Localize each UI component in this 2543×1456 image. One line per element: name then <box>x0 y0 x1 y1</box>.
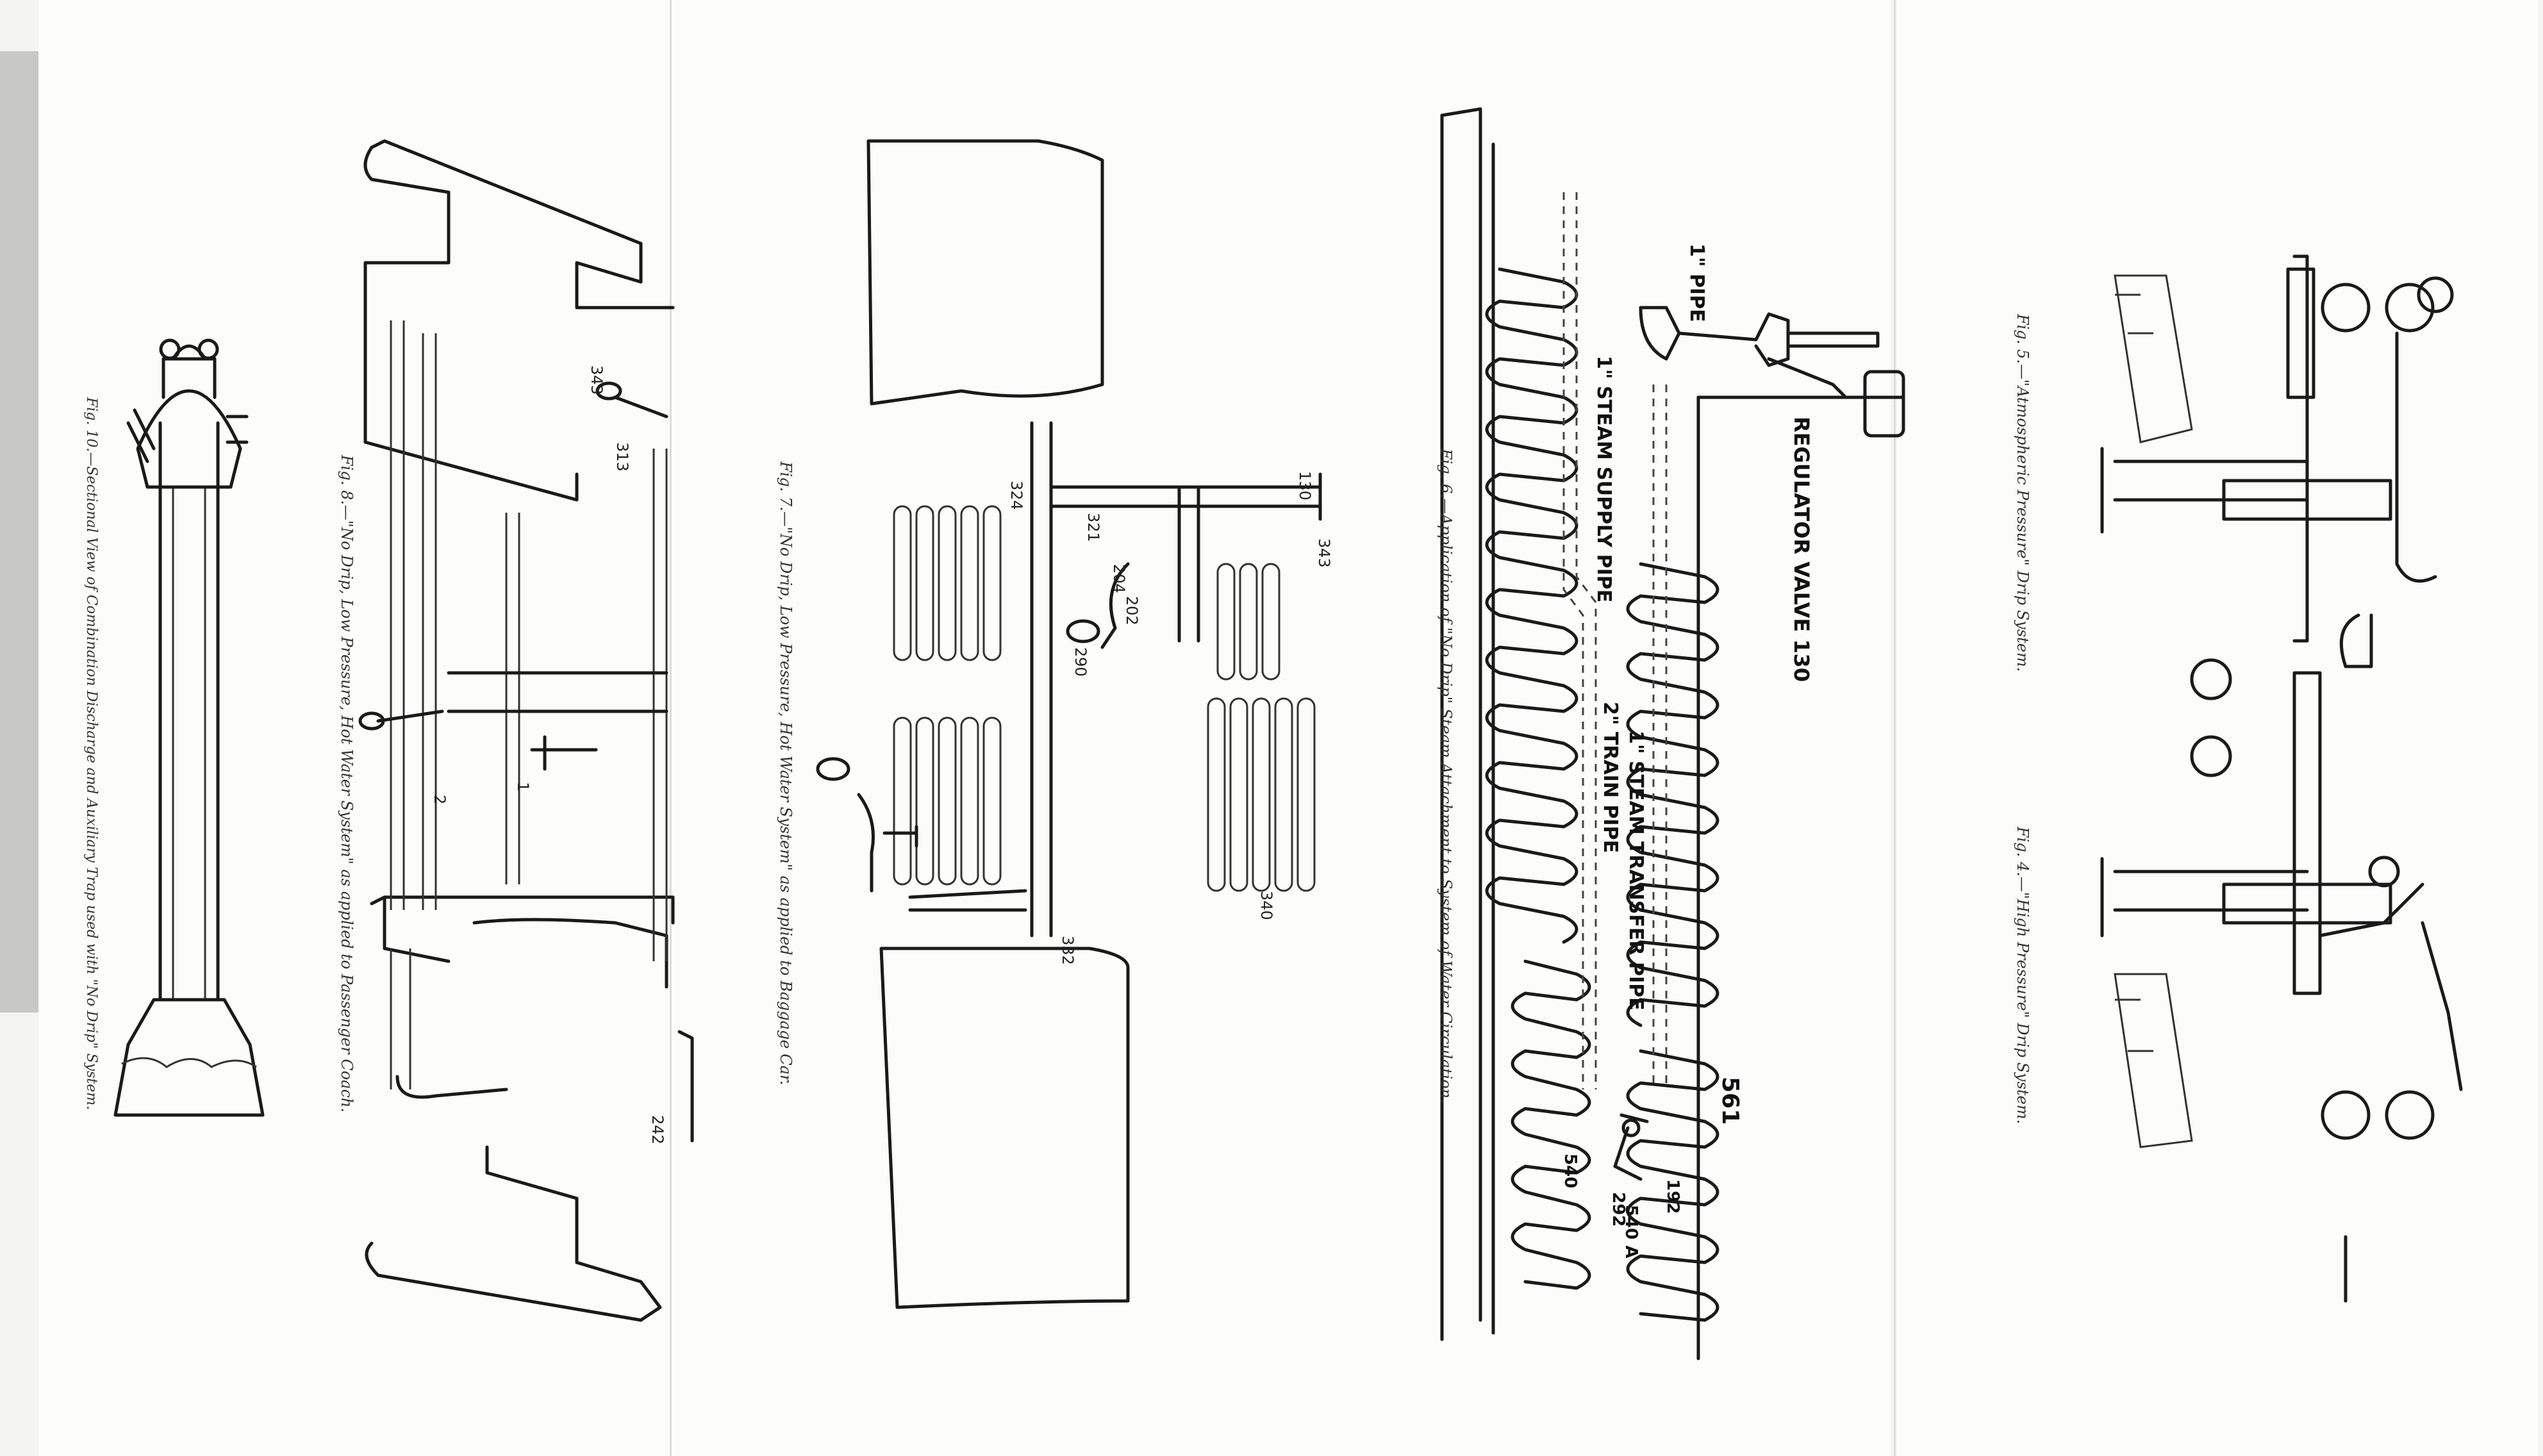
fig4-caption: Fig. 4.—"High Pressure" Drip System. <box>2014 827 2032 1125</box>
panel-fig10 <box>38 0 340 1456</box>
fig8-coach-drawing <box>358 139 694 1322</box>
panel-fig6 <box>1378 0 1891 1456</box>
label-1in-pipe: 1" PIPE <box>1686 244 1708 322</box>
fig7-number: 324 <box>1007 481 1025 510</box>
fig7-number: 130 <box>1296 471 1314 500</box>
fig7-number: 204 <box>1110 564 1128 593</box>
radiator-coils-right-bottom <box>1207 697 1316 892</box>
fig7-number: 321 <box>1084 513 1102 542</box>
fig7-baggage-drawing <box>816 139 1322 1309</box>
fold-crease <box>670 0 672 1456</box>
fig8-number: 242 <box>649 1115 667 1145</box>
binding-edge <box>0 51 38 1013</box>
fig10-trap-drawing <box>113 338 265 1117</box>
label-561: 561 <box>1717 1077 1743 1125</box>
fig8-number: 1 <box>514 782 532 792</box>
fig6-caption: Fig. 6.—Application of "No Drip" Steam A… <box>1437 449 1455 1104</box>
label-steam-supply-pipe: 1" STEAM SUPPLY PIPE <box>1593 356 1615 603</box>
fig7-number: 332 <box>1059 936 1077 965</box>
fig7-caption: Fig. 7.—"No Drip, Low Pressure, Hot Wate… <box>777 461 795 1086</box>
zigzag-coil-right <box>1626 562 1719 1027</box>
fig4-high-pressure-drawing <box>2100 735 2463 1303</box>
fold-crease <box>1894 0 1896 1456</box>
fig5-atmospheric-drawing <box>2100 254 2454 995</box>
fig5-caption: Fig. 5.—"Atmospheric Pressure" Drip Syst… <box>2014 314 2032 672</box>
fig7-number: 343 <box>1315 538 1333 568</box>
fig8-caption: Fig. 8.—"No Drip, Low Pressure, Hot Wate… <box>338 455 356 1113</box>
fig10-caption: Fig. 10.—Sectional View of Combination D… <box>83 397 99 1111</box>
fig7-number: 340 <box>1257 891 1275 920</box>
zigzag-coil-bottom-left <box>1511 959 1591 1290</box>
panel-fig5-fig4 <box>1897 0 2538 1456</box>
panel-fig7 <box>673 0 1378 1456</box>
radiator-coils-left-bottom <box>893 716 1002 886</box>
zigzag-coil-left <box>1485 267 1578 944</box>
fig7-number: 202 <box>1123 596 1141 625</box>
zigzag-coil-bottom-right <box>1626 1049 1719 1322</box>
label-192: 192 <box>1663 1179 1682 1214</box>
radiator-coils-left-top <box>893 505 1002 661</box>
fig6-steam-drawing <box>1440 107 1905 1361</box>
label-train-pipe: 2" TRAIN PIPE <box>1599 702 1621 854</box>
fig8-number: 313 <box>613 442 631 472</box>
radiator-coils-right-top <box>1216 563 1280 681</box>
label-540: 540 <box>1561 1154 1580 1189</box>
fig8-number: 2 <box>431 795 449 805</box>
fig7-number: 290 <box>1072 647 1089 677</box>
label-regulator-valve: REGULATOR VALVE 130 <box>1789 417 1814 682</box>
fig8-number: 343 <box>588 365 606 395</box>
label-292: 292 <box>1609 1192 1628 1227</box>
label-steam-transfer-pipe: 1" STEAM TRANSFER PIPE <box>1625 731 1647 1011</box>
